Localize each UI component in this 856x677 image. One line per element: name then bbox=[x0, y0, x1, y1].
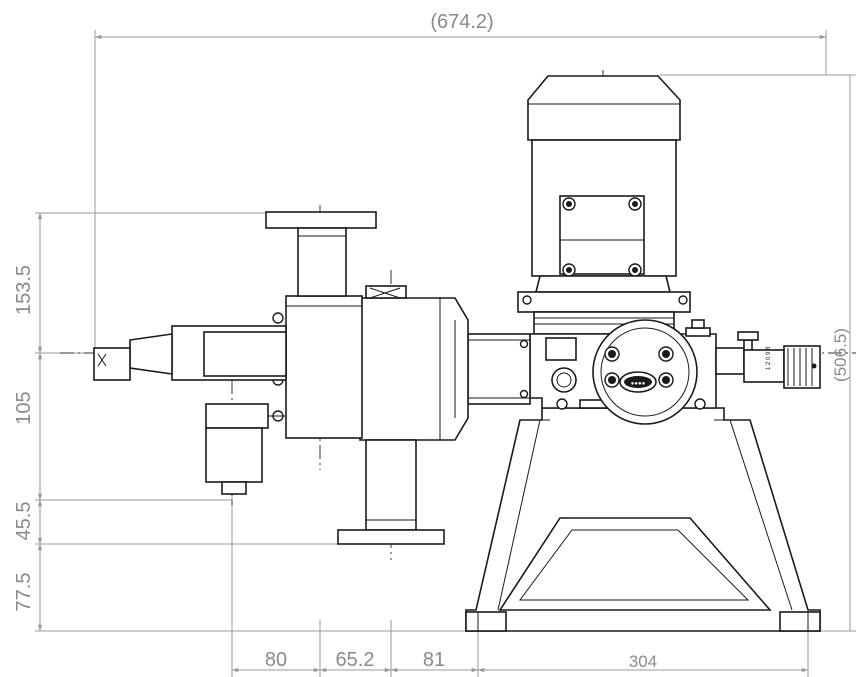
svg-text:●●●●: ●●●● bbox=[631, 381, 646, 387]
dim-left-low2: 77.5 bbox=[13, 573, 35, 612]
dim-left-mid: 105 bbox=[13, 391, 35, 424]
dim-overall-height: (506.5) bbox=[831, 328, 850, 382]
dim-left-upper: 153.5 bbox=[13, 265, 35, 315]
base-stand bbox=[465, 407, 821, 632]
suction-flange bbox=[337, 439, 445, 545]
pump-head bbox=[272, 285, 469, 441]
dim-bottom-4: 304 bbox=[629, 652, 657, 671]
dimension-labels: (674.2) 153.5 105 45.5 77.5 80 65.2 81 3… bbox=[13, 11, 850, 671]
dim-left-low1: 45.5 bbox=[13, 502, 35, 541]
dial-scale-label: 1 2 0 9 8 bbox=[766, 346, 772, 370]
gearbox-bolts bbox=[556, 346, 706, 410]
dim-overall-width: (674.2) bbox=[430, 11, 493, 33]
dimension-lines bbox=[35, 30, 856, 677]
drive-shaft bbox=[467, 333, 531, 405]
stroke-adjust-dial: 1 2 0 9 8 bbox=[715, 331, 821, 389]
relief-valve bbox=[93, 325, 287, 495]
discharge-flange bbox=[265, 211, 377, 297]
motor-bolts bbox=[522, 197, 688, 305]
motor bbox=[517, 75, 691, 335]
dim-bottom-3: 81 bbox=[423, 649, 445, 671]
dim-bottom-2: 65.2 bbox=[336, 649, 375, 671]
gearbox: ●●●● bbox=[529, 319, 717, 425]
dim-bottom-1: 80 bbox=[265, 649, 287, 671]
